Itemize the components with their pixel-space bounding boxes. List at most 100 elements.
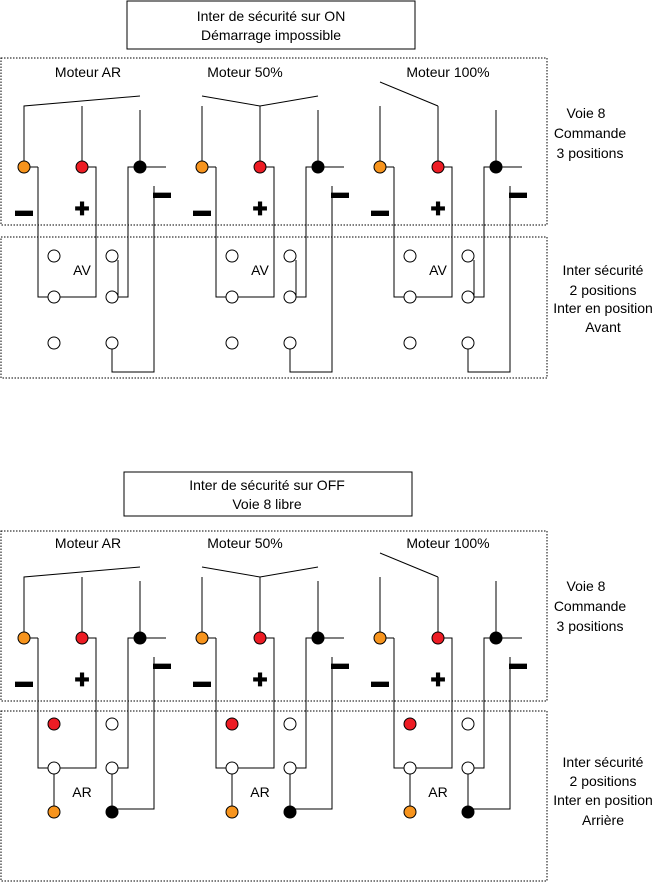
bottom-unit-2: Moteur 50%▬✚▬AR [193,535,349,819]
svg-text:Commande: Commande [554,125,627,141]
top-switch-pin-1 [47,249,61,263]
top-switch-pin-2 [105,249,119,263]
top-wire-red [416,166,453,298]
top-pin-red [431,160,445,174]
top-title-line1: Inter de sécurité sur ON [197,8,346,24]
bottom-pin-black [133,631,147,645]
bottom-minus-sign-b: ▬ [331,653,349,673]
top-wire-orange [215,167,226,298]
top-motor-label-3: Moteur 100% [406,64,489,80]
bottom-switch-pin-red [403,717,417,731]
bottom-motor-label-1: Moteur AR [55,535,121,551]
bottom-switch-pin-mid-b [283,761,297,775]
bottom-wire-minus [467,657,511,810]
bottom-plus-sign: ✚ [252,670,267,690]
bottom-wire-red [60,637,97,769]
bottom-switch-pin-open [461,717,475,731]
bottom-switch-pin-red [47,717,61,731]
top-wire-orange [393,167,404,298]
bottom-pin-orange [373,631,387,645]
top-wire-red [60,166,97,298]
bottom-wire-black [474,637,490,769]
bottom-switch-pin-mid-b [461,761,475,775]
top-selector-arm [201,95,319,107]
top-switch-pin-3 [47,290,61,304]
bottom-switch-pin-mid-a [403,761,417,775]
bottom-switch-label-3: AR [428,784,447,800]
top-pin-red [75,160,89,174]
top-plus-sign: ✚ [430,199,445,219]
top-switch-pin-5 [225,336,239,350]
bottom-switch-pin-orange [47,805,61,819]
bottom-switch-label-1: AR [72,784,91,800]
bottom-unit-3: Moteur 100%▬✚▬AR [371,535,527,819]
bottom-pin-red [75,631,89,645]
svg-text:Inter sécurité: Inter sécurité [563,754,644,770]
bottom-minus-sign-a: ▬ [193,671,211,691]
svg-text:2 positions: 2 positions [570,282,637,298]
top-selector-arm [379,81,439,107]
top-switch-pin-3 [403,290,417,304]
top-minus-sign-a: ▬ [371,200,389,220]
top-unit-2: Moteur 50%▬✚▬AV [193,64,349,373]
bottom-switch-pin-mid-b [105,761,119,775]
bottom-unit-1: Moteur AR▬✚▬AR [15,535,171,819]
bottom-wire-red [238,637,275,769]
top-wire-minus [289,186,333,373]
svg-text:Voie 8: Voie 8 [567,578,606,594]
bottom-switch-pin-orange [225,805,239,819]
bottom-title-line2: Voie 8 libre [232,496,301,512]
bottom-inter-label: Inter sécurité 2 positions Inter en posi… [553,754,653,828]
bottom-switch-pin-orange [403,805,417,819]
svg-text:Inter en position: Inter en position [553,300,653,316]
top-switch-pin-6 [461,336,475,350]
top-unit-1: Moteur AR▬✚▬AV [15,64,171,373]
top-plus-sign: ✚ [252,199,267,219]
top-pin-black [489,160,503,174]
bottom-minus-sign-b: ▬ [153,653,171,673]
bottom-plus-sign: ✚ [74,670,89,690]
bottom-command-frame [0,530,548,702]
svg-text:Arrière: Arrière [582,812,624,828]
top-switch-pin-4 [461,290,475,304]
top-plus-sign: ✚ [74,199,89,219]
bottom-pin-red [253,631,267,645]
top-switch-label-3: AV [429,262,447,278]
bottom-wire-orange [215,638,226,769]
top-switch-pin-1 [225,249,239,263]
top-pin-orange [195,160,209,174]
top-motor-label-2: Moteur 50% [207,64,282,80]
svg-text:Voie 8: Voie 8 [567,105,606,121]
bottom-plus-sign: ✚ [430,670,445,690]
bottom-voie-label: Voie 8 Commande 3 positions [554,578,627,634]
top-wire-minus [467,186,511,373]
svg-text:3 positions: 3 positions [557,618,624,634]
top-switch-pin-1 [403,249,417,263]
svg-text:Commande: Commande [554,598,627,614]
bottom-selector-arm [23,566,141,634]
top-switch-pin-2 [461,249,475,263]
bottom-switch-pin-black [283,805,297,819]
bottom-selector-arm [201,566,319,578]
top-voie-label: Voie 8 Commande 3 positions [554,105,627,161]
top-minus-sign-a: ▬ [193,200,211,220]
bottom-selector-arm [379,552,439,578]
top-switch-pin-6 [283,336,297,350]
bottom-title-line1: Inter de sécurité sur OFF [189,477,345,493]
bottom-section: Inter de sécurité sur OFF Voie 8 libre V… [0,471,653,882]
svg-text:2 positions: 2 positions [570,773,637,789]
top-wire-black [296,166,312,298]
bottom-pin-black [489,631,503,645]
top-pin-black [311,160,325,174]
top-unit-3: Moteur 100%▬✚▬AV [371,64,527,373]
top-switch-pin-5 [403,336,417,350]
top-switch-pin-4 [105,290,119,304]
bottom-switch-pin-mid-a [47,761,61,775]
bottom-motor-label-3: Moteur 100% [406,535,489,551]
bottom-minus-sign-a: ▬ [371,671,389,691]
top-minus-sign-b: ▬ [331,182,349,202]
top-pin-orange [17,160,31,174]
top-motor-label-1: Moteur AR [55,64,121,80]
svg-text:3 positions: 3 positions [557,145,624,161]
top-units: Moteur AR▬✚▬AV Moteur 50% ▬ ✚ ▬ AV Moteur 100%… [15,64,527,373]
